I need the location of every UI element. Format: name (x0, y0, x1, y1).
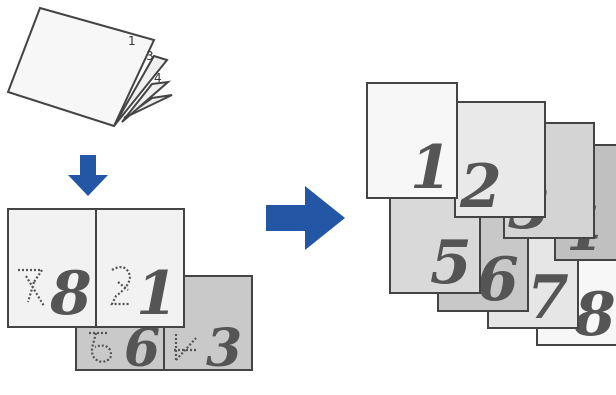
scan-sheet-1-left-page: 8 (49, 259, 92, 329)
output-page-2-number: 2 (459, 152, 502, 222)
output-page-5-number: 5 (430, 228, 472, 298)
output-page-1: 1 (366, 82, 458, 203)
output-page-1-number: 1 (410, 133, 452, 203)
booklet-page-flap-3 (121, 80, 172, 123)
output-page-stack: 8 7 6 5 4 3 2 1 (366, 82, 616, 350)
down-arrow-icon (68, 155, 108, 196)
scan-sheet-2-right-page: 3 (206, 318, 242, 379)
scan-sheet-1: 8 1 (7, 208, 185, 329)
scan-sheet-2-left-page: 6 (124, 318, 160, 379)
output-page-8-number: 8 (573, 280, 616, 350)
output-page-7-number: 7 (527, 263, 569, 333)
scan-sheet-1-right-ghost-number (110, 265, 132, 306)
booklet-front-cover (6, 6, 156, 128)
scan-sheet-1-left-ghost-number (18, 268, 45, 307)
booklet-mark-4: 4 (154, 71, 162, 85)
scan-sheet-1-right-page: 1 (136, 259, 178, 329)
booklet-mark-3: 3 (146, 49, 154, 63)
booklet-page-flap-2 (113, 54, 169, 127)
output-page-6-number: 6 (477, 245, 519, 315)
right-arrow-icon (266, 186, 345, 250)
output-page-2: 2 (454, 101, 546, 222)
scan-sheet-2-left-ghost-number (89, 331, 113, 364)
booklet-mark-1: 1 (128, 34, 136, 48)
folded-booklet-illustration: 1 3 4 (6, 6, 173, 128)
scan-sheet-2-right-ghost-number (174, 334, 198, 361)
